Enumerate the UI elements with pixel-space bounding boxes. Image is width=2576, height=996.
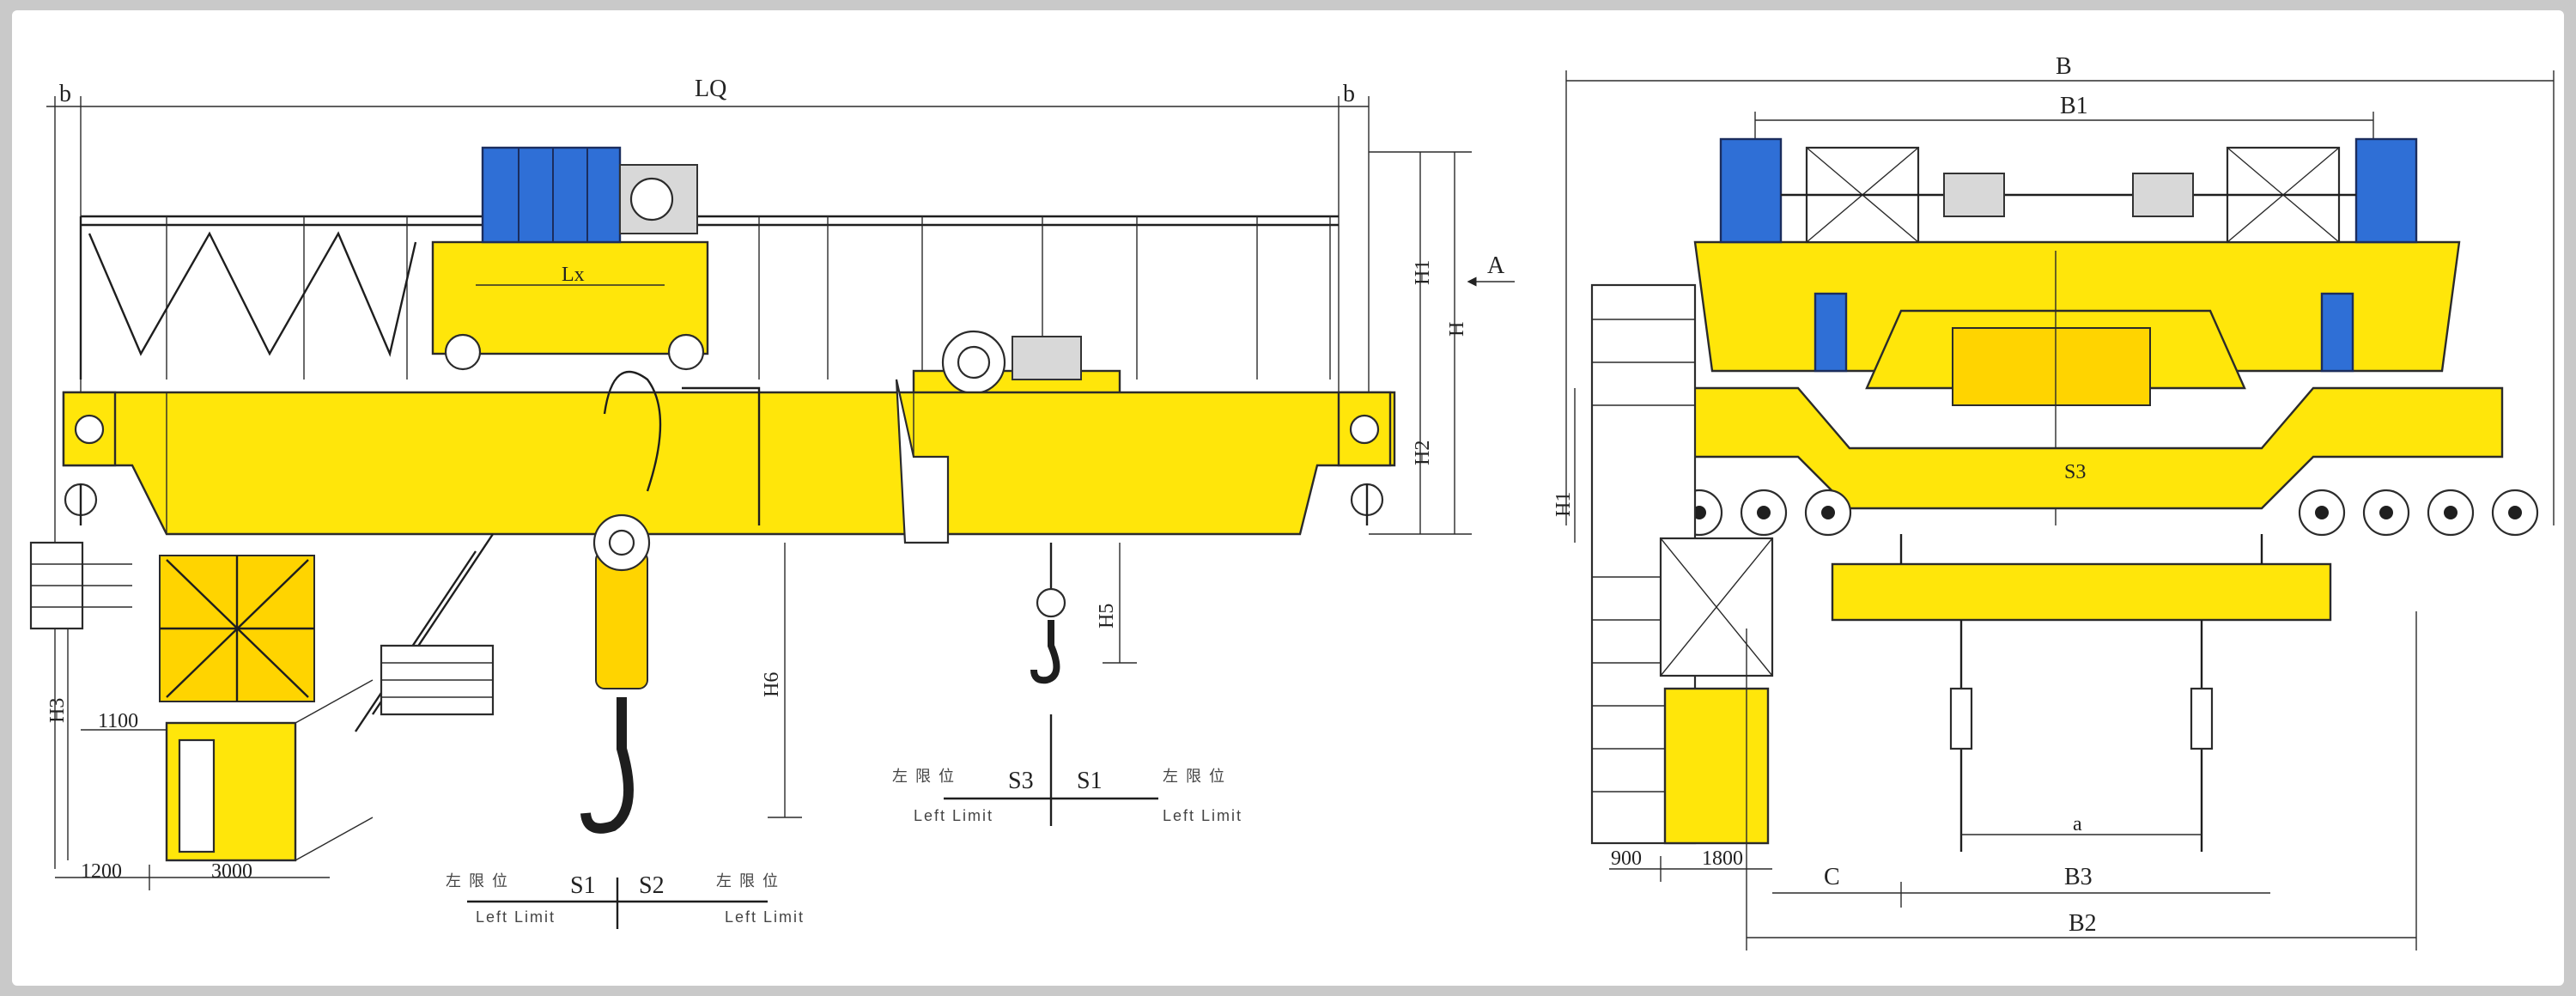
- h6-label: H6: [761, 672, 783, 697]
- span-label: LQ: [695, 76, 726, 102]
- right-motor-icon: [2354, 137, 2418, 244]
- aux-limit-right-glyphs: 左 限 位: [1163, 768, 1226, 785]
- trolley-wheel-right: [667, 333, 705, 371]
- trolley-wheel-left: [444, 333, 482, 371]
- spreader-beam: [1831, 562, 2332, 622]
- end-dim-left: b: [59, 81, 71, 107]
- wheel-left-icon: [64, 483, 98, 525]
- end-trolley-frame: [1693, 240, 2461, 373]
- end-girder: [1650, 386, 2504, 510]
- center-panel: [1952, 327, 2151, 406]
- right-drive-icon: [2320, 292, 2354, 373]
- cab-access: [682, 386, 761, 525]
- s3-center-label: S3: [2064, 461, 2086, 483]
- aux-limit-s3: S3: [1008, 768, 1034, 794]
- main-limit-right-glyphs: 左 限 位: [716, 872, 780, 890]
- view-marker-A: A: [1487, 252, 1505, 279]
- end-h1-label: H1: [1552, 492, 1575, 517]
- truss-zigzag: [88, 231, 417, 357]
- aux-limit-left-label: Left Limit: [914, 807, 993, 824]
- end-wheels-right: [2298, 489, 2539, 537]
- end-dim-right: b: [1343, 81, 1355, 107]
- hook-legs: [1949, 620, 2214, 852]
- side-view: LQ b b Lx: [29, 76, 1515, 929]
- main-limit-right-label: Left Limit: [725, 908, 805, 926]
- h3-label: H3: [46, 698, 69, 723]
- dim-C-label: C: [1824, 864, 1840, 890]
- h2-label: H2: [1412, 440, 1434, 465]
- dim-B1-label: B1: [2060, 93, 2088, 119]
- aux-limit-s1: S1: [1077, 768, 1103, 794]
- end-view: B B1 S3: [1552, 53, 2555, 950]
- main-hook-icon: [580, 697, 634, 834]
- crane-drawing: LQ b b Lx: [29, 53, 2555, 950]
- dim-a-label: a: [2073, 813, 2082, 835]
- rope-loop: [603, 370, 662, 492]
- girder-cutout: [895, 379, 950, 544]
- dim-1800-label: 1800: [1702, 847, 1743, 870]
- main-limit-left-glyphs: 左 限 位: [446, 872, 509, 890]
- left-drive-icon: [1814, 292, 1848, 373]
- trolley-wheelbase: Lx: [562, 264, 585, 286]
- h1-label: H1: [1412, 260, 1434, 285]
- h5-label: H5: [1096, 604, 1118, 629]
- dim-1100-label: 1100: [98, 710, 138, 732]
- dim-900-label: 900: [1611, 847, 1642, 870]
- aux-sheave-icon: [1036, 587, 1066, 618]
- left-motor-icon: [1719, 137, 1783, 244]
- main-hook-block: [595, 550, 648, 689]
- aux-limit-left-glyphs: 左 限 位: [892, 768, 956, 785]
- wheel-right-icon: [1350, 483, 1384, 525]
- dim-B3-label: B3: [2064, 864, 2093, 890]
- aux-hook-icon: [1030, 620, 1060, 684]
- main-girder: [62, 391, 1396, 536]
- main-limit-left-label: Left Limit: [476, 908, 556, 926]
- main-limit-s1: S1: [570, 872, 596, 899]
- dim-1200-label: 1200: [81, 860, 122, 883]
- hoist-motor-icon: [481, 146, 622, 244]
- dim-B2-label: B2: [2069, 910, 2097, 937]
- aux-limit-right-label: Left Limit: [1163, 807, 1242, 824]
- rail-posts: [166, 216, 1331, 380]
- end-cab: [1663, 687, 1770, 845]
- dim-3000-label: 3000: [211, 860, 252, 883]
- dim-B-label: B: [2056, 53, 2072, 80]
- h-label: H: [1446, 322, 1468, 337]
- trolley-frame: [431, 240, 709, 355]
- main-limit-s2: S2: [639, 872, 665, 899]
- drawing-sheet: LQ b b Lx: [12, 10, 2564, 986]
